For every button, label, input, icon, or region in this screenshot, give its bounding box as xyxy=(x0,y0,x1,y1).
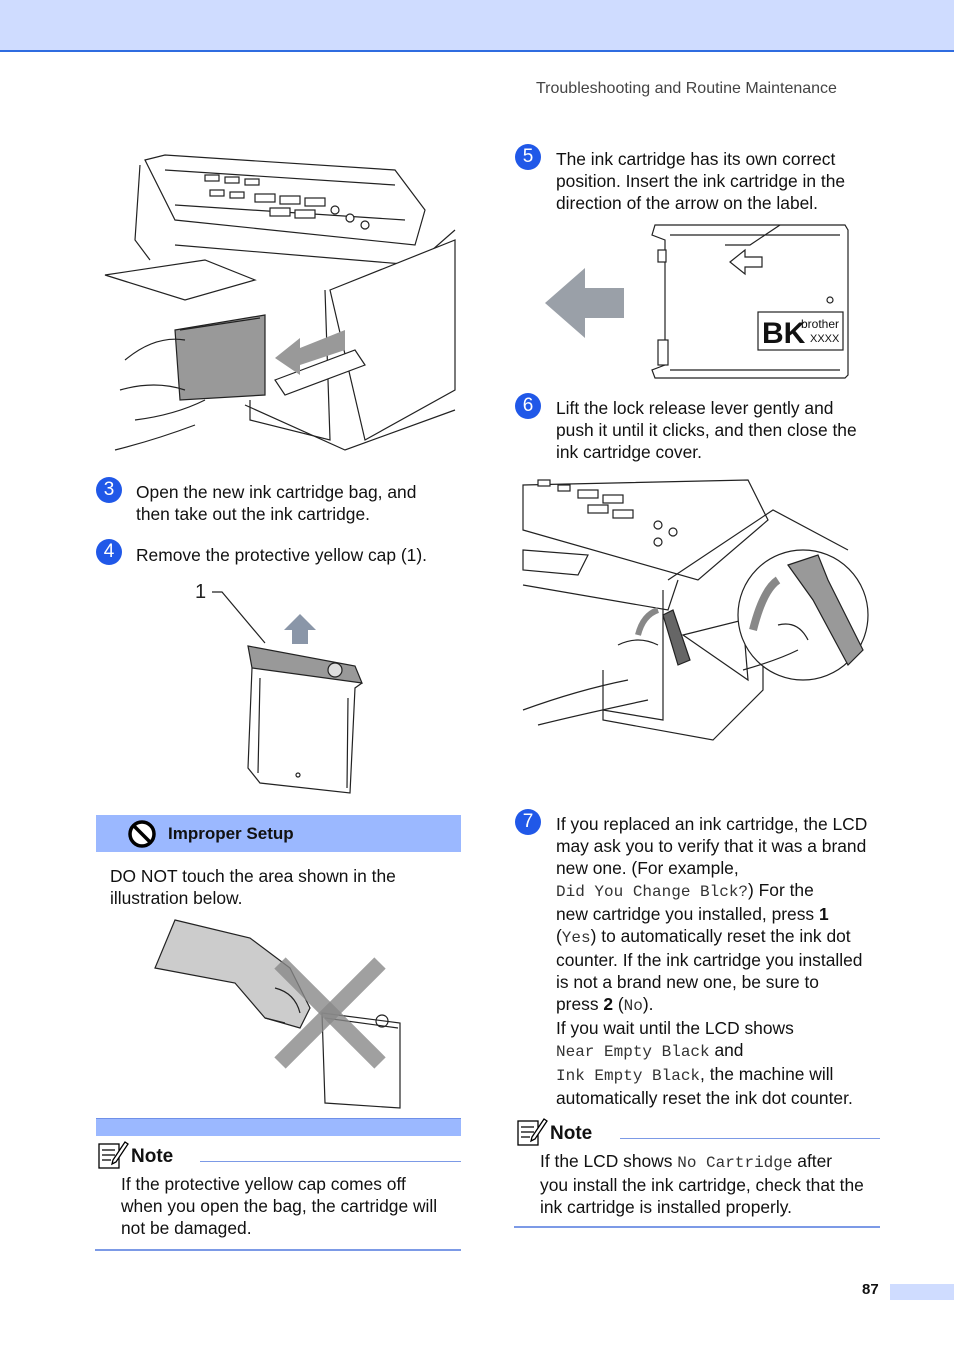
improper-setup-text: DO NOT touch the area shown in the illus… xyxy=(110,866,396,908)
step-3-badge: 3 xyxy=(96,477,122,503)
callout-1-label: 1 xyxy=(195,581,206,603)
note-right-title: Note xyxy=(550,1123,593,1144)
step-3-text: Open the new ink cartridge bag, and then… xyxy=(136,482,417,524)
step-6-badge: 6 xyxy=(515,393,541,419)
key-1: 1 xyxy=(818,904,829,924)
lcd-message-no-cartridge: No Cartridge xyxy=(677,1154,793,1172)
step-6-text: Lift the lock release lever gently and p… xyxy=(556,398,857,462)
step-7-badge: 7 xyxy=(515,809,541,835)
note-left-title: Note xyxy=(131,1146,174,1167)
lcd-message-change-black: Did You Change Blck? xyxy=(556,883,749,901)
running-header: Troubleshooting and Routine Maintenance xyxy=(536,80,837,97)
step-5-badge: 5 xyxy=(515,144,541,170)
left-arrow-icon xyxy=(545,268,624,338)
cartridge-brand-label: brother xyxy=(801,317,839,331)
lcd-option-no: No xyxy=(623,997,643,1015)
key-2: 2 xyxy=(603,994,614,1014)
do-not-touch-illustration xyxy=(154,919,401,1109)
cartridge-model-label: XXXX xyxy=(810,333,840,345)
prohibition-icon xyxy=(128,820,156,848)
note-right-bottom-rule xyxy=(514,1226,880,1228)
improper-setup-header xyxy=(96,815,461,852)
improper-setup-title: Improper Setup xyxy=(168,824,294,843)
note-right-rule xyxy=(620,1138,880,1139)
top-bar xyxy=(0,0,954,52)
cartridge-bk-label: BK xyxy=(762,317,806,350)
step-4-badge: 4 xyxy=(96,539,122,565)
machine-insert-illustration xyxy=(104,154,456,451)
lock-lever-illustration xyxy=(522,479,869,741)
note-left-bottom-rule xyxy=(95,1249,461,1251)
lcd-option-yes: Yes xyxy=(561,929,591,947)
page-number-tab xyxy=(890,1284,954,1300)
note-left-text: If the protective yellow cap comes off w… xyxy=(121,1174,438,1238)
cartridge-cap-illustration: 1 xyxy=(195,581,363,794)
step-4-text: Remove the protective yellow cap (1). xyxy=(136,545,427,565)
lcd-message-near-empty: Near Empty Black xyxy=(556,1043,710,1061)
note-left-rule xyxy=(200,1161,461,1162)
note-right-text: If the LCD shows No Cartridge after you … xyxy=(540,1151,864,1217)
note-pencil-icon xyxy=(517,1118,548,1146)
page-number: 87 xyxy=(862,1281,879,1298)
lcd-message-ink-empty: Ink Empty Black xyxy=(556,1067,701,1085)
step-7-text: If you replaced an ink cartridge, the LC… xyxy=(556,814,868,1108)
step-5-text: The ink cartridge has its own correct po… xyxy=(556,149,846,213)
improper-setup-footer xyxy=(96,1118,461,1136)
note-pencil-icon xyxy=(98,1141,129,1169)
cartridge-label-illustration: BK brother XXXX xyxy=(545,224,849,379)
up-arrow-icon xyxy=(284,614,316,644)
